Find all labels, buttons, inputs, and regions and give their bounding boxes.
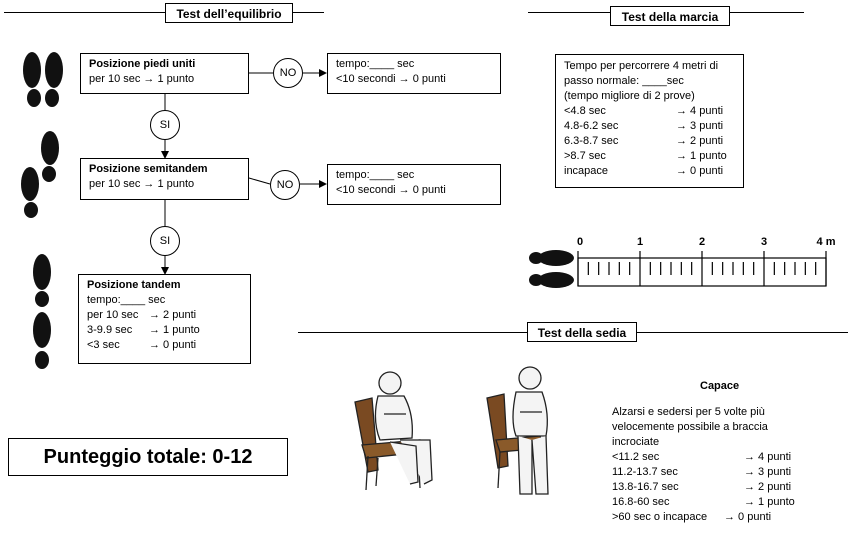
step2-heading: Posizione semitandem: [89, 163, 208, 175]
gait-row: <4.8 sec→ 4 punti: [564, 105, 724, 117]
chair-row: 13.8-16.7 sec→ 2 punti: [612, 481, 792, 493]
step3-time: tempo:____ sec: [87, 294, 166, 306]
person-seated-illustration: [354, 371, 433, 491]
gait-scoring-box: Tempo per percorrere 4 metri di passo no…: [555, 54, 744, 188]
feet-semitandem-icon: [21, 131, 59, 218]
si1-circle: SI: [150, 110, 180, 140]
step1-score: per 10 sec → 1 punto: [89, 73, 195, 85]
gait-row: >8.7 sec→ 1 punto: [564, 150, 727, 162]
gait-row: 4.8-6.2 sec→ 3 punti: [564, 120, 724, 132]
step-feet-together-box: Posizione piedi uniti per 10 sec → 1 pun…: [80, 53, 249, 94]
no2-time: tempo:____ sec: [336, 169, 415, 181]
no2-circle: NO: [270, 170, 300, 200]
gait-title: Test della marcia: [610, 6, 730, 26]
feet-walking-icon: [529, 250, 574, 288]
no1-circle: NO: [273, 58, 303, 88]
balance-title: Test dell’equilibrio: [165, 3, 293, 23]
ruler-4m: [577, 251, 827, 287]
ruler-label-3: 3: [760, 236, 768, 248]
step-tandem-box: Posizione tandem tempo:____ sec per 10 s…: [78, 274, 251, 364]
step3-heading: Posizione tandem: [87, 279, 181, 291]
si2-circle: SI: [150, 226, 180, 256]
arrow-to-no2: [248, 177, 271, 185]
ruler-label-2: 2: [698, 236, 706, 248]
step3-row: 3-9.9 sec→ 1 punto: [87, 324, 200, 336]
chair-intro-2: velocemente possibile a braccia: [612, 421, 768, 433]
chair-row: 16.8-60 sec→ 1 punto: [612, 496, 795, 508]
gait-intro-3: (tempo migliore di 2 prove): [564, 90, 695, 102]
chair-intro-1: Alzarsi e sedersi per 5 volte più: [612, 406, 765, 418]
person-standing-illustration: [486, 366, 549, 495]
gait-row: 6.3-8.7 sec→ 2 punti: [564, 135, 724, 147]
feet-together-icon: [23, 52, 63, 107]
no2-result-box: tempo:____ sec <10 secondi → 0 punti: [327, 164, 501, 205]
chair-intro-3: incrociate: [612, 436, 660, 448]
step2-score: per 10 sec → 1 punto: [89, 178, 195, 190]
gait-row: incapace→ 0 punti: [564, 165, 724, 177]
total-score: Punteggio totale: 0-12: [8, 438, 288, 476]
balance-title-rule: [4, 12, 324, 13]
no1-result-box: tempo:____ sec <10 secondi → 0 punti: [327, 53, 501, 94]
no2-score: <10 secondi → 0 punti: [336, 184, 446, 196]
feet-tandem-icon: [33, 254, 51, 369]
no1-time: tempo:____ sec: [336, 58, 415, 70]
ruler-label-1: 1: [636, 236, 644, 248]
step3-row: per 10 sec→ 2 punti: [87, 309, 197, 321]
chair-heading: Capace: [700, 380, 740, 392]
step1-heading: Posizione piedi uniti: [89, 58, 196, 70]
chair-row: 11.2-13.7 sec→ 3 punti: [612, 466, 792, 478]
ruler-label-0: 0: [576, 236, 584, 248]
chair-row-last: >60 sec o incapace→ 0 punti: [612, 511, 772, 523]
chair-title: Test della sedia: [527, 322, 637, 342]
ruler-label-4: 4 m: [816, 236, 836, 248]
step-semitandem-box: Posizione semitandem per 10 sec → 1 punt…: [80, 158, 249, 200]
no1-score: <10 secondi → 0 punti: [336, 73, 446, 85]
gait-intro-2: passo normale: ____sec: [564, 75, 684, 87]
step3-row: <3 sec→ 0 punti: [87, 339, 197, 351]
chair-row: <11.2 sec→ 4 punti: [612, 451, 792, 463]
gait-intro-1: Tempo per percorrere 4 metri di: [564, 60, 719, 72]
